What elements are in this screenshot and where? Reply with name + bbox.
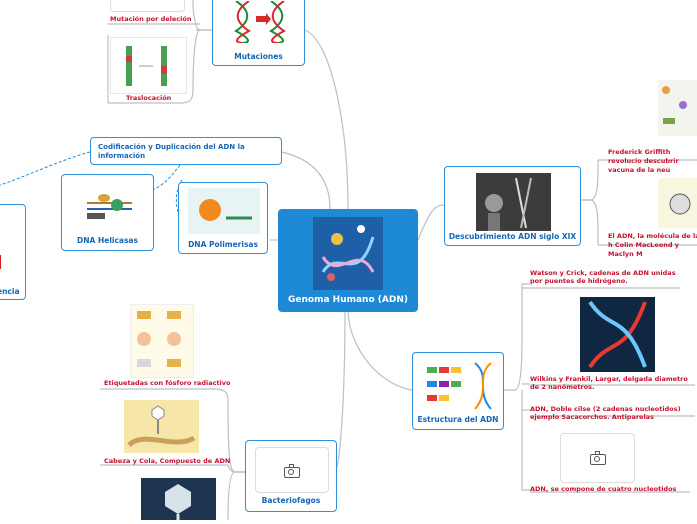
- leaf-image-mutacion: [110, 0, 185, 12]
- phage-labeling-icon: [131, 305, 193, 377]
- dna-helix-photo-icon: [580, 297, 655, 372]
- cabeza-cola-image: [124, 400, 199, 453]
- node-left-partial-label: encia: [0, 287, 20, 296]
- mice-experiment-icon: [658, 80, 697, 136]
- wilkins-image: [580, 297, 655, 372]
- leaf-doble-cilse: ADN, Doble cilse (2 cadenas nucleotidos)…: [530, 405, 697, 421]
- node-left-partial[interactable]: encia: [0, 204, 26, 300]
- central-node[interactable]: Genoma Humano (ADN): [278, 209, 418, 312]
- dna-structure-icon: [423, 361, 495, 411]
- leaf-mutacion-delecion: Mutación por deleción: [110, 15, 192, 23]
- phage-photo: [141, 478, 216, 520]
- traslocacion-image: [110, 37, 187, 94]
- node-mutaciones-label: Mutaciones: [213, 52, 304, 61]
- node-mutaciones[interactable]: Mutaciones: [212, 0, 305, 66]
- cuatro-nucleotidos-photo-placeholder[interactable]: [560, 433, 635, 483]
- polymerase-sphere-icon: [188, 188, 260, 234]
- etiquetadas-image: [130, 304, 194, 378]
- node-descubrimiento-label: Descubrimiento ADN siglo XIX: [445, 232, 580, 241]
- camera-icon: [284, 467, 300, 478]
- left-partial-red-block: [0, 255, 1, 269]
- camera-icon: [590, 454, 606, 465]
- node-descubrimiento[interactable]: Descubrimiento ADN siglo XIX: [444, 166, 581, 246]
- leaf-traslocacion: Traslocación: [126, 94, 171, 102]
- genome-image: [313, 217, 383, 290]
- polymerase-image: [188, 188, 260, 234]
- phage-microscope-icon: [141, 478, 216, 520]
- molecule-diagram-icon: [658, 178, 697, 228]
- leaf-wilkins: Wilkins y Frankil, Largar, delgada diame…: [530, 375, 695, 391]
- node-polimerisas[interactable]: DNA Polimerisas: [178, 182, 268, 254]
- dna-model-photo-icon: [476, 173, 551, 231]
- leaf-etiquetadas: Etiquetadas con fósforo radiactivo: [104, 379, 230, 387]
- griffith-image: [658, 80, 697, 136]
- bacteriofagos-photo-placeholder: [255, 447, 329, 493]
- adn-molecula-image: [658, 178, 697, 228]
- node-bacteriofagos[interactable]: Bacteriofagos: [245, 440, 337, 512]
- node-helicasas-label: DNA Helicasas: [62, 236, 153, 245]
- genome-dna-icon: [313, 217, 383, 290]
- node-polimerisas-label: DNA Polimerisas: [179, 240, 267, 249]
- node-bacteriofagos-label: Bacteriofagos: [246, 496, 336, 505]
- node-helicasas[interactable]: DNA Helicasas: [61, 174, 154, 251]
- leaf-adn-molecula: El ADN, la molécula de la h Colin MacLeo…: [608, 232, 697, 259]
- node-estructura-label: Estructura del ADN: [413, 415, 503, 424]
- leaf-griffith: Frederick Griffith revolucio descubrir v…: [608, 148, 697, 175]
- chromosome-diagram-icon: [111, 38, 186, 93]
- node-codificacion[interactable]: Codificación y Duplicación del ADN la in…: [90, 137, 282, 165]
- descubrimiento-image: [476, 173, 551, 231]
- phage-head-tail-icon: [124, 400, 199, 453]
- leaf-cabeza-cola: Cabeza y Cola, Compuesto de ADN: [104, 457, 230, 465]
- node-estructura[interactable]: Estructura del ADN: [412, 352, 504, 430]
- leaf-cuatro-nucleotidos: ADN, se compone de cuatro nucleotidos: [530, 485, 676, 493]
- node-codificacion-label: Codificación y Duplicación del ADN la in…: [98, 143, 275, 161]
- estructura-image: [423, 361, 495, 411]
- dna-mutation-icon: [231, 1, 291, 43]
- leaf-watson-crick: Watson y Crick, cadenas de ADN unidas po…: [530, 269, 690, 285]
- central-title: Genoma Humano (ADN): [278, 295, 418, 305]
- helicase-diagram-icon: [82, 183, 137, 223]
